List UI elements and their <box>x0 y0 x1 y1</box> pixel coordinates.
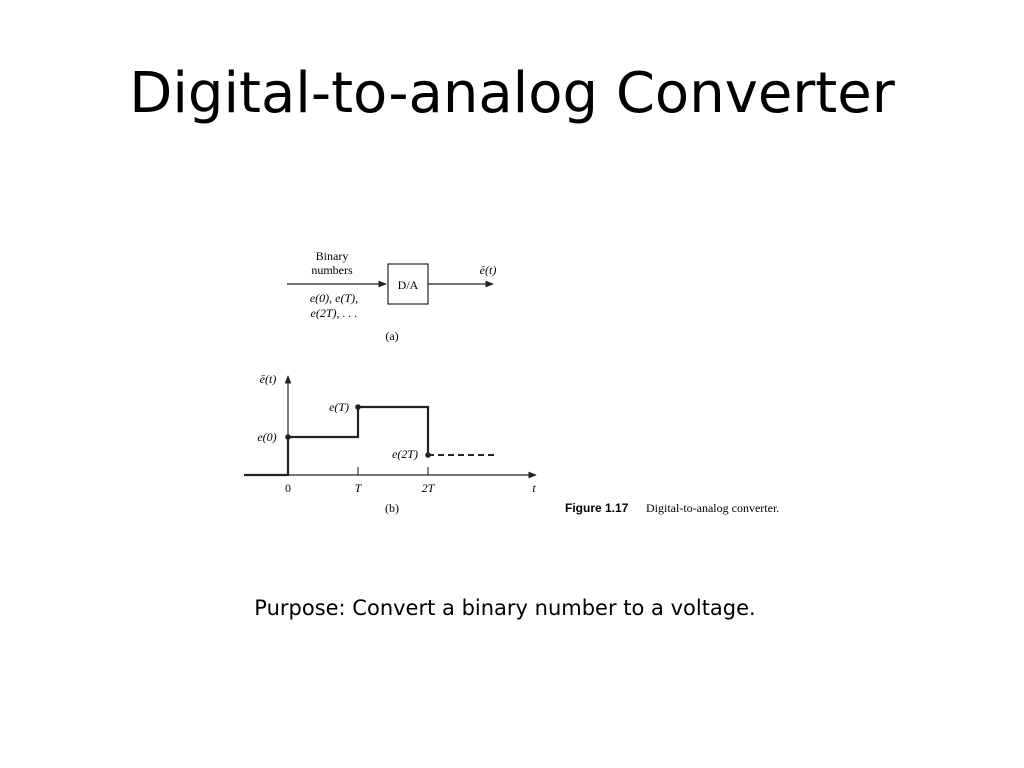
point-label-et: e(T) <box>329 400 349 414</box>
caption-b: (b) <box>385 501 399 515</box>
point-label-e2t: e(2T) <box>392 447 418 461</box>
slide-title: Digital-to-analog Converter <box>129 61 895 126</box>
x-tick-2t: 2T <box>422 481 436 495</box>
caption-a: (a) <box>385 329 398 343</box>
part-a-block-diagram: Binary numbers e(0), e(T), e(2T), . . . … <box>287 249 496 343</box>
step-waveform <box>244 405 430 477</box>
x-tick-0: 0 <box>285 481 291 495</box>
input-values-line1: e(0), e(T), <box>310 291 358 305</box>
input-label-numbers: numbers <box>311 263 353 277</box>
figure-number: Figure 1.17 <box>565 501 629 515</box>
input-label-binary: Binary <box>316 249 349 263</box>
dac-figure: Binary numbers e(0), e(T), e(2T), . . . … <box>230 238 820 528</box>
y-axis-label: ē(t) <box>260 372 277 386</box>
figure-caption-text: Digital-to-analog converter. <box>646 501 779 515</box>
point-label-e0: e(0) <box>257 430 276 444</box>
sample-point-0 <box>285 434 291 440</box>
dac-block-label: D/A <box>398 278 419 292</box>
part-b-waveform: ē(t) t 0 T 2T e(0) e(T) e(2T) <box>244 372 537 515</box>
purpose-text: Purpose: Convert a binary number to a vo… <box>254 596 756 620</box>
sample-point-2t <box>425 452 431 458</box>
output-label: ē(t) <box>480 263 497 277</box>
sample-point-t <box>355 404 361 410</box>
x-axis-label: t <box>532 481 536 495</box>
input-values-line2: e(2T), . . . <box>311 306 358 320</box>
x-tick-t: T <box>355 481 363 495</box>
